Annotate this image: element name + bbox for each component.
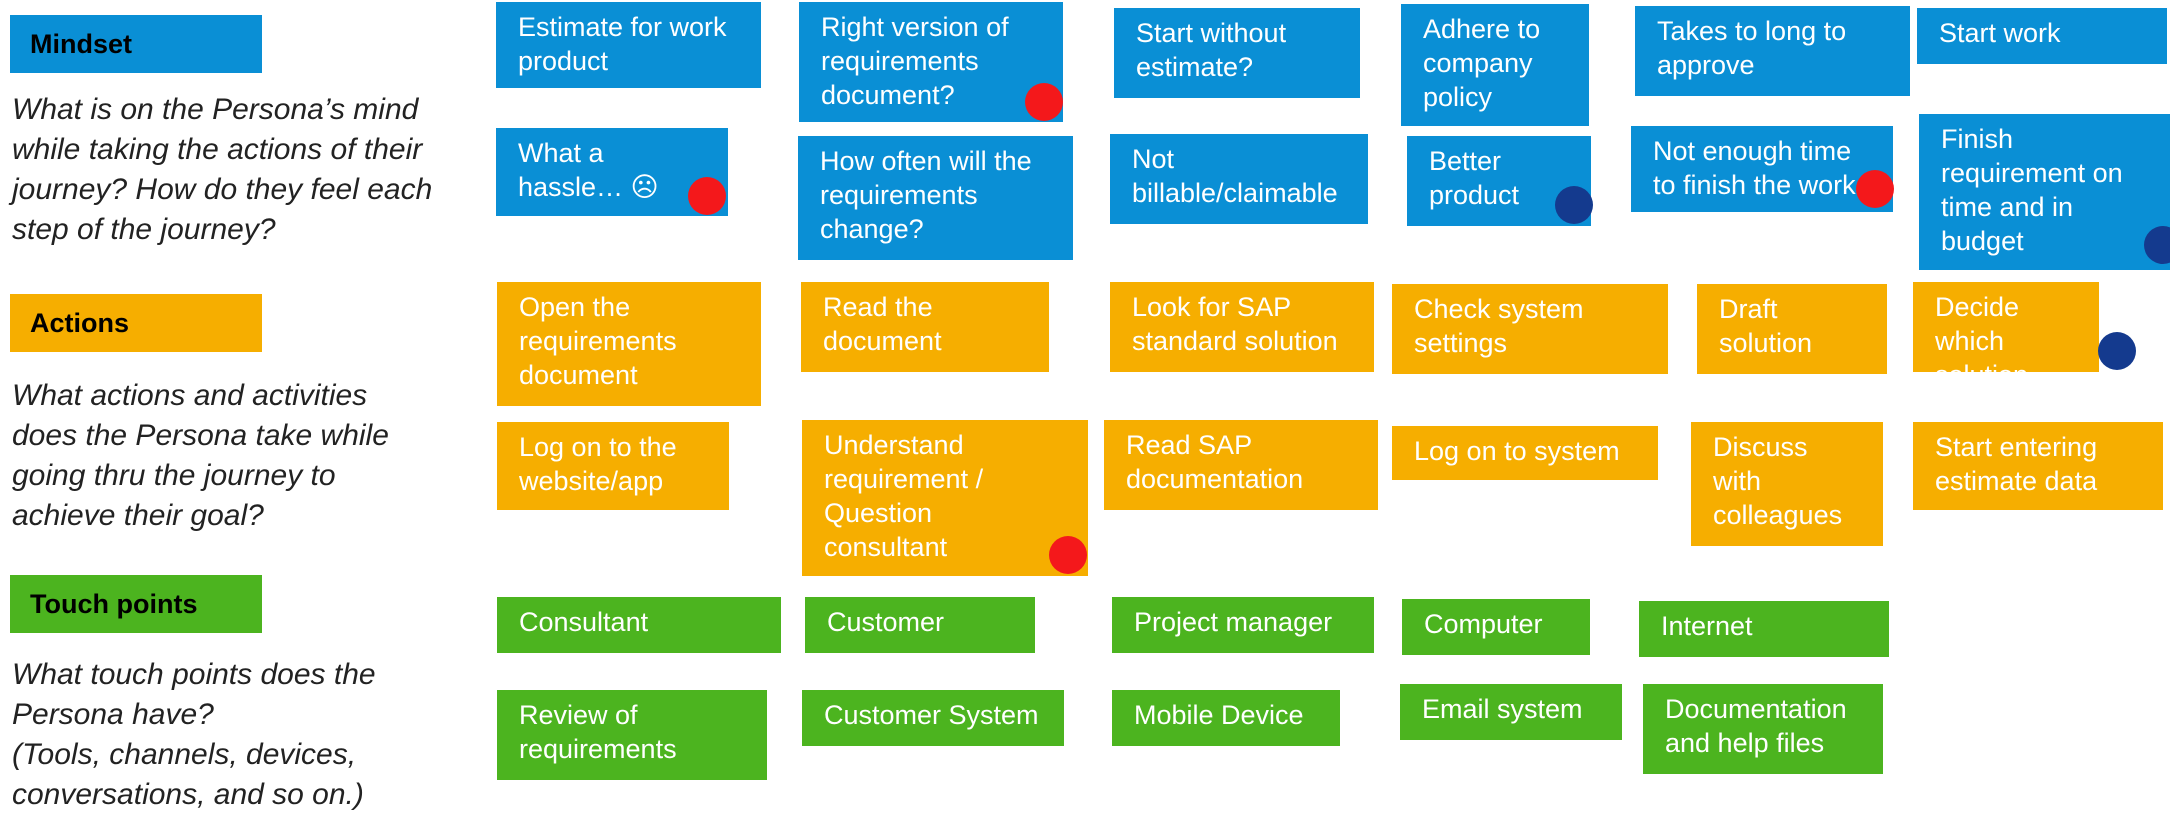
action-note[interactable]: Log on to the website/app (497, 422, 729, 510)
mindset-note[interactable]: Finish requirement on time and in budget (1919, 114, 2170, 270)
touchpoint-note[interactable]: Documentation and help files (1643, 684, 1883, 774)
action-note[interactable]: Check system settings (1392, 284, 1668, 374)
action-note[interactable]: Log on to system (1392, 426, 1658, 480)
touchpoint-note[interactable]: Customer (805, 597, 1035, 653)
mindset-note[interactable]: How often will the requirements change? (798, 136, 1073, 260)
navy-marker (2144, 226, 2170, 264)
touchpoint-note[interactable]: Email system (1400, 684, 1622, 740)
mindset-note[interactable]: Start work (1917, 8, 2167, 64)
mindset-note[interactable]: Adhere to company policy (1401, 4, 1589, 126)
action-note[interactable]: Open the requirements document (497, 282, 761, 406)
mindset-note[interactable]: Not billable/claimable (1110, 134, 1368, 224)
action-note[interactable]: Read the document (801, 282, 1049, 372)
touchpoint-note[interactable]: Mobile Device (1112, 690, 1340, 746)
red-marker (1025, 83, 1063, 121)
action-note[interactable]: Start entering estimate data (1913, 422, 2163, 510)
touchpoint-note[interactable]: Review of requirements (497, 690, 767, 780)
mindset-note[interactable]: Takes to long to approve (1635, 6, 1910, 96)
touchpoint-note[interactable]: Consultant (497, 597, 781, 653)
mindset-note[interactable]: Not enough time to finish the work (1631, 126, 1893, 212)
mindset-label: Mindset (10, 15, 262, 73)
mindset-note[interactable]: What a hassle… ☹ (496, 128, 728, 216)
red-marker (688, 177, 726, 215)
mindset-description: What is on the Persona’s mind while taki… (12, 93, 433, 246)
red-marker (1856, 170, 1894, 208)
touchpoints-description: What touch points does the Persona have?… (12, 658, 376, 811)
action-note[interactable]: Decide which solution (1913, 282, 2099, 390)
action-note[interactable]: Draft solution (1697, 284, 1887, 374)
action-note[interactable]: Understand requirement / Question consul… (802, 420, 1088, 576)
touchpoint-note[interactable]: Customer System (802, 690, 1064, 746)
action-note[interactable]: Read SAP documentation (1104, 420, 1378, 510)
actions-description: What actions and activities does the Per… (12, 379, 389, 532)
touchpoint-note[interactable]: Internet (1639, 601, 1889, 657)
action-note[interactable]: Discuss with colleagues (1691, 422, 1883, 546)
touchpoint-note[interactable]: Project manager (1112, 597, 1374, 653)
touchpoint-note[interactable]: Computer (1402, 599, 1590, 655)
navy-marker (2098, 332, 2136, 370)
red-marker (1049, 536, 1087, 574)
touchpoints-label: Touch points (10, 575, 262, 633)
mindset-note[interactable]: Right version of requirements document? (799, 2, 1063, 122)
mindset-note[interactable]: Start without estimate? (1114, 8, 1360, 98)
action-note[interactable]: Look for SAP standard solution (1110, 282, 1374, 372)
mindset-note[interactable]: Estimate for work product (496, 2, 761, 88)
actions-label: Actions (10, 294, 262, 352)
navy-marker (1555, 186, 1593, 224)
